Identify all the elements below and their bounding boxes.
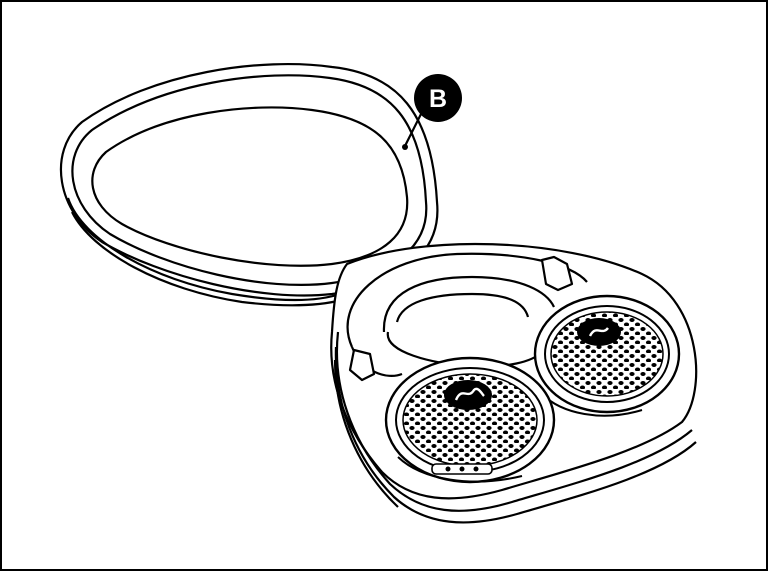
callout-letter: B bbox=[429, 85, 447, 113]
right-ear-cup bbox=[533, 294, 681, 417]
right-cup-logo-icon bbox=[588, 327, 609, 337]
left-cup-logo-icon bbox=[454, 387, 485, 401]
right-cup-logo-badge bbox=[577, 318, 621, 346]
callout-b: B bbox=[402, 74, 462, 150]
headband bbox=[346, 252, 588, 382]
left-ear-cup bbox=[384, 356, 556, 484]
